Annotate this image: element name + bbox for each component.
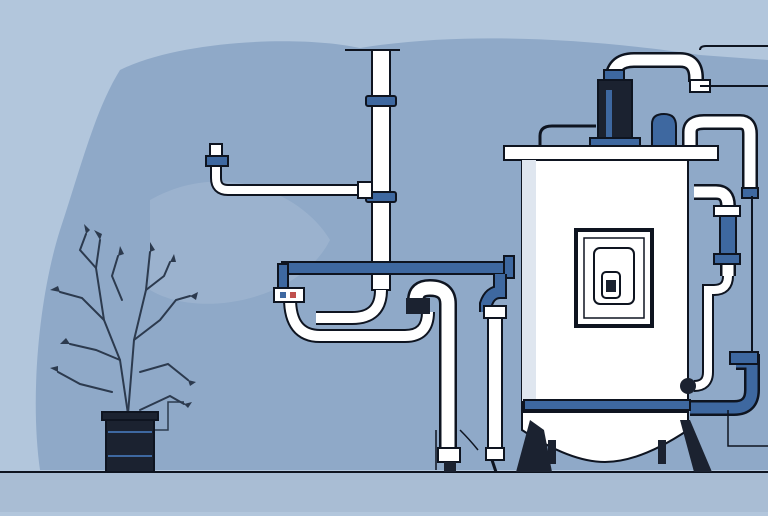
- wall-bracket: [435, 429, 479, 470]
- pipe-gear: [680, 378, 696, 394]
- right-drop-pipe: [479, 274, 507, 473]
- center-drop-pipe: [406, 278, 461, 472]
- potted-plant: [50, 224, 198, 473]
- tank-leg-right: [680, 420, 712, 472]
- plant-pot: [105, 413, 155, 473]
- blue-horizontal-pipe: [273, 255, 515, 303]
- tank-lid: [503, 145, 719, 161]
- relief-valve: [651, 112, 677, 147]
- tank-inlet-pipe: [523, 399, 691, 411]
- flue-vent: [597, 79, 633, 149]
- tank-side-pipes: [680, 184, 768, 447]
- floor: [0, 472, 768, 512]
- tank-leg-left: [516, 420, 552, 472]
- valve-fitting: [273, 287, 305, 303]
- pipe-coupling: [365, 95, 397, 107]
- upper-left-elbow-pipe: [205, 143, 373, 199]
- plant-leaves: [50, 224, 198, 408]
- curved-white-drain-pipe: [283, 289, 435, 343]
- plant-branches: [57, 233, 191, 415]
